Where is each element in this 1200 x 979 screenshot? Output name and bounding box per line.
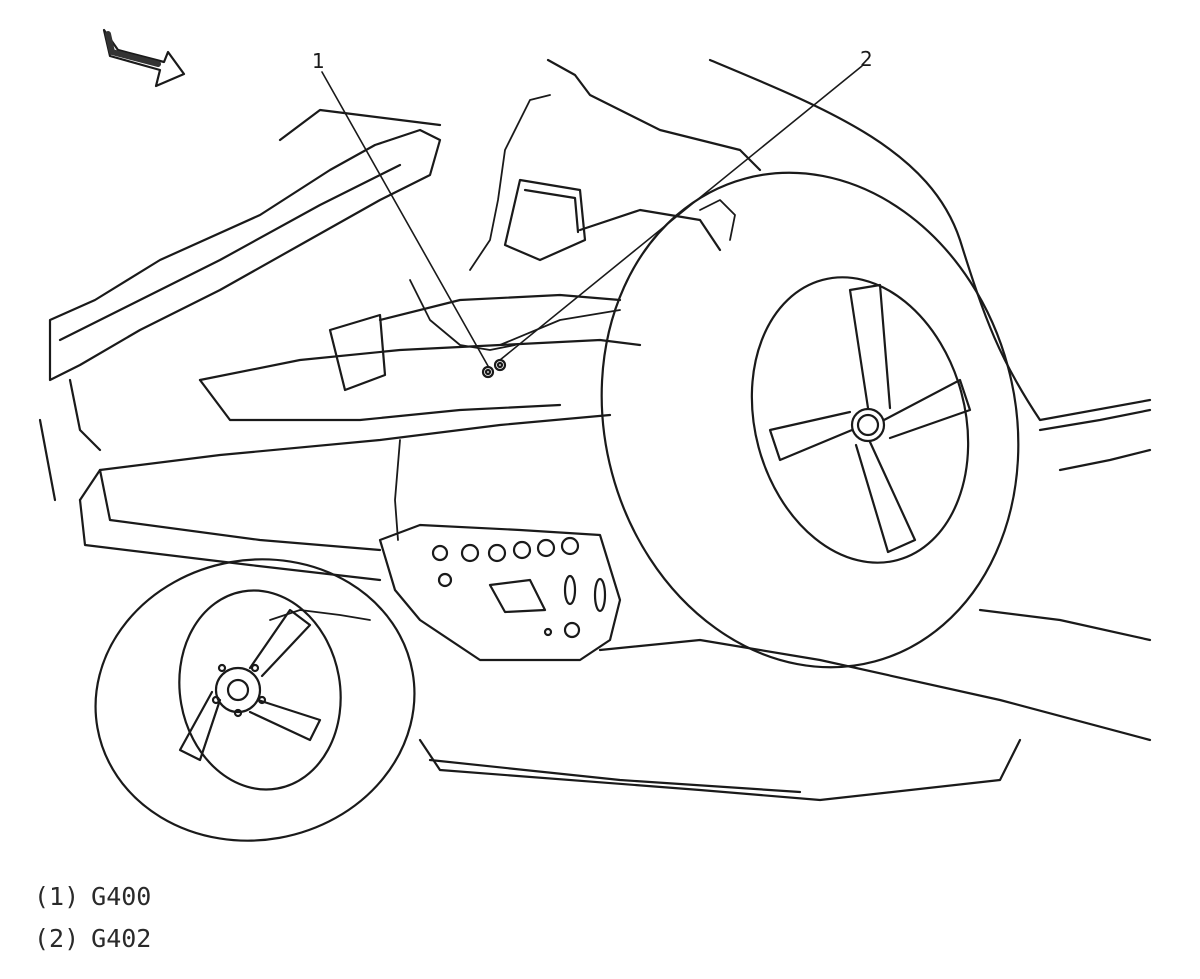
body-outline (546, 58, 1152, 422)
callout-2-leader (499, 65, 863, 361)
legend: (1) G400 (2) G402 (34, 876, 151, 960)
legend-label: G402 (91, 924, 152, 953)
road-wheel-tire (94, 558, 416, 842)
left-frame-rail (38, 108, 442, 502)
ground-g400-marker (481, 365, 495, 379)
vehicle-underbody-diagram: 1 2 (38, 28, 1152, 842)
spare-tire (600, 171, 1020, 669)
legend-item: (2) G402 (34, 918, 151, 960)
frame-crossmember (78, 293, 642, 582)
callout-2-label: 2 (860, 47, 873, 71)
ground-g402-marker (493, 358, 507, 372)
wiring-harness (269, 94, 736, 621)
frame-gusset-plate (378, 523, 622, 662)
callout-1-leader (321, 71, 489, 367)
lower-rocker-panel (418, 408, 1152, 802)
fuel-tank-shield (503, 178, 722, 262)
legend-number: (2) (34, 924, 80, 953)
callout-1-label: 1 (312, 49, 325, 73)
front-direction-arrow-icon (102, 28, 186, 88)
legend-label: G400 (91, 882, 152, 911)
legend-item: (1) G400 (34, 876, 151, 918)
legend-number: (1) (34, 882, 80, 911)
